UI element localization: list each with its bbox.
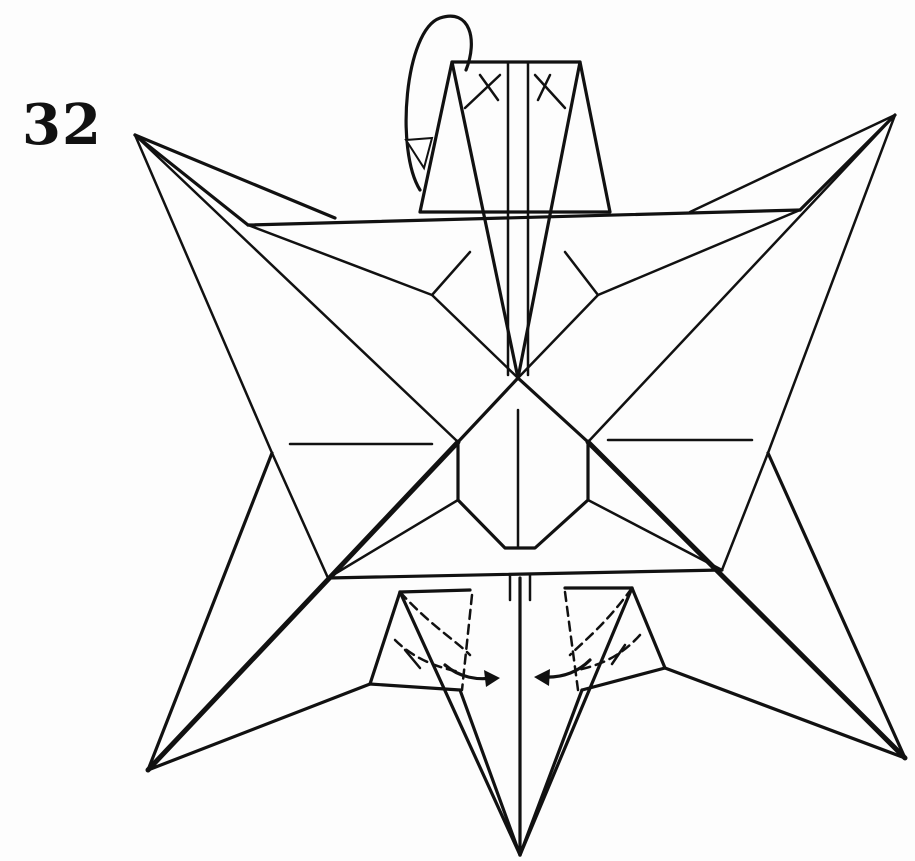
bottom-flaps (370, 575, 665, 855)
center-octagon (458, 378, 588, 548)
horizontal-edges (248, 210, 800, 578)
inner-kites (248, 210, 800, 578)
valley-fold-lines (395, 588, 640, 690)
